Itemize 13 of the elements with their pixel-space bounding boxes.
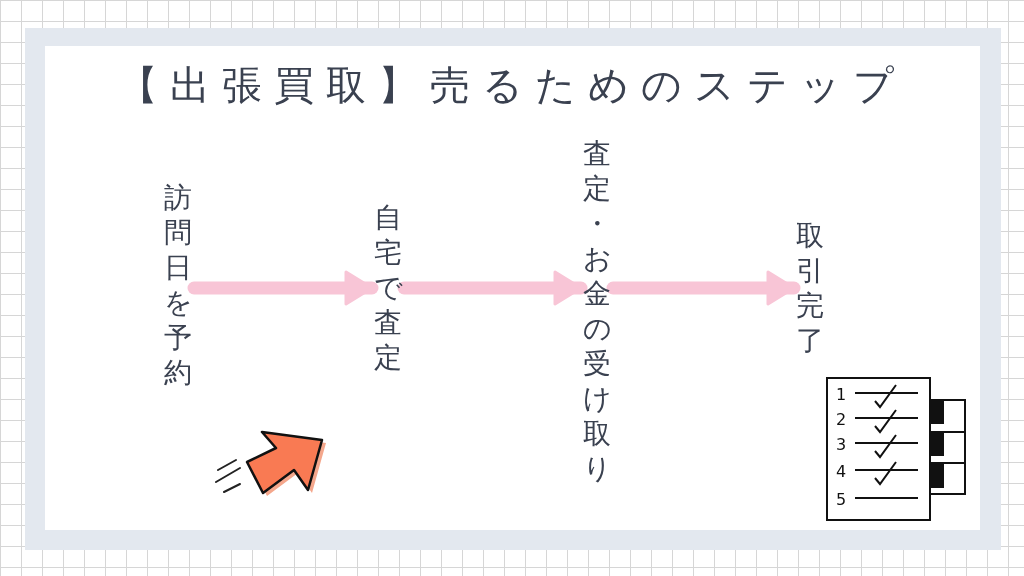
list-number: 2 [836, 410, 847, 429]
list-number: 5 [836, 490, 847, 509]
arrow [397, 270, 588, 306]
arrow [606, 270, 801, 306]
list-number: 3 [836, 435, 847, 454]
arrow [187, 270, 379, 306]
title: 【出張買取】売るためのステップ [117, 61, 907, 110]
step-text: 取引完了 [794, 218, 826, 358]
step-text: 訪問日を予約 [162, 180, 194, 390]
list-number: 4 [836, 462, 847, 481]
step-text: 査定・お金の受け取り [581, 136, 613, 486]
step-text: 自宅で査定 [372, 200, 404, 375]
list-number: 1 [836, 385, 847, 404]
